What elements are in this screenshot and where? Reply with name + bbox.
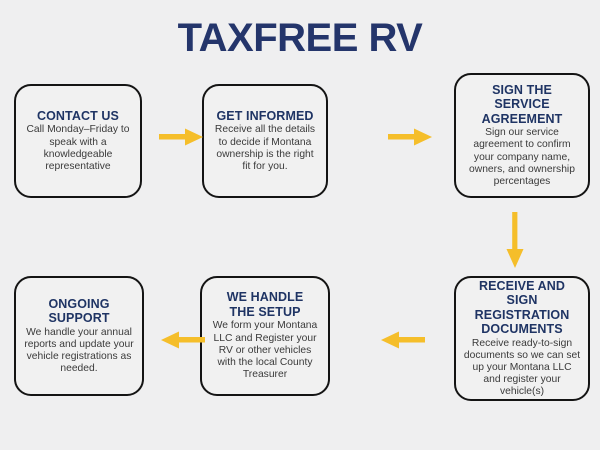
arrow-down-icon — [505, 212, 525, 268]
arrow-right-icon — [159, 127, 203, 147]
flow-step-get-informed[interactable]: GET INFORMED Receive all the details to … — [202, 84, 328, 198]
flow-step-body: We handle your annual reports and update… — [24, 326, 134, 375]
arrow-left-icon — [161, 330, 205, 350]
flow-step-body: Receive ready-to-sign documents so we ca… — [463, 337, 581, 398]
flow-step-receive-sign-registration-documents[interactable]: RECEIVE AND SIGN REGISTRATION DOCUMENTS … — [454, 276, 590, 401]
flow-step-heading: ONGOING SUPPORT — [48, 296, 110, 326]
flow-step-body: Call Monday–Friday to speak with a knowl… — [26, 124, 130, 172]
flow-step-body: Sign our service agreement to confirm yo… — [469, 127, 575, 188]
flow-step-body: We form your Montana LLC and Register yo… — [212, 320, 318, 381]
arrow-left-icon — [381, 330, 425, 350]
flow-step-heading: GET INFORMED — [216, 108, 314, 123]
flow-step-heading: WE HANDLE THE SETUP — [226, 290, 304, 319]
flow-step-sign-service-agreement[interactable]: SIGN THE SERVICE AGREEMENT Sign our serv… — [454, 73, 590, 198]
page-title: TAXFREE RV — [177, 16, 423, 60]
flow-step-ongoing-support[interactable]: ONGOING SUPPORT We handle your annual re… — [14, 276, 144, 396]
flow-step-body: Receive all the details to decide if Mon… — [214, 124, 316, 172]
flow-step-heading: SIGN THE SERVICE AGREEMENT — [481, 82, 563, 126]
arrow-right-icon — [388, 127, 432, 147]
flow-step-contact-us[interactable]: CONTACT US Call Monday–Friday to speak w… — [14, 84, 142, 198]
flow-step-we-handle-the-setup[interactable]: WE HANDLE THE SETUP We form your Montana… — [200, 276, 330, 396]
flow-step-heading: CONTACT US — [36, 108, 119, 123]
flow-step-heading: RECEIVE AND SIGN REGISTRATION DOCUMENTS — [474, 278, 570, 337]
